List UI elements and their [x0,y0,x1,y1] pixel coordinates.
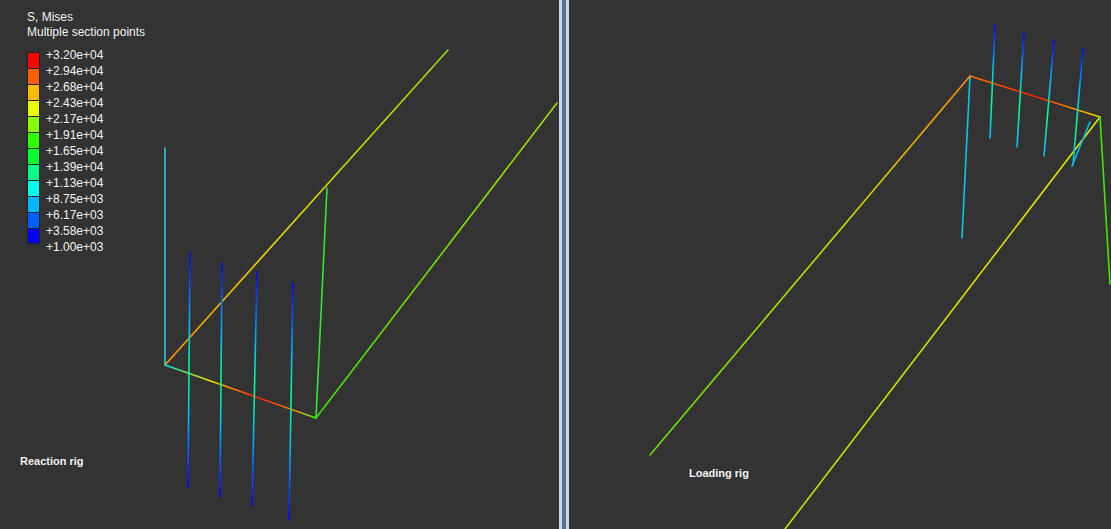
legend-value-slot: +6.17e+03 [46,205,103,223]
color-swatch [27,180,40,196]
legend-value-slot: +2.94e+04 [46,61,103,79]
color-swatch [27,68,40,84]
color-swatch [27,84,40,100]
viewport-caption-slot: Loading rig [689,463,749,481]
color-swatch [27,52,40,68]
legend-value-slot: +2.43e+04 [46,93,103,111]
legend-value-slot: +1.13e+04 [46,173,103,191]
legend-value: +1.91e+04 [46,128,103,142]
legend-value-slot: +3.20e+04 [46,45,103,63]
color-swatch [27,148,40,164]
legend-heading-slot: S, Mises [27,7,73,25]
legend-value: +1.00e+03 [46,240,103,254]
legend-value: +6.17e+03 [46,208,103,222]
legend-subheading: Multiple section points [27,25,145,39]
legend-value-slot: +1.65e+04 [46,141,103,159]
legend-value: +1.39e+04 [46,160,103,174]
legend-value: +2.68e+04 [46,80,103,94]
legend-value: +2.94e+04 [46,64,103,78]
color-swatch [27,116,40,132]
legend-value-slot: +1.39e+04 [46,157,103,175]
color-swatch [27,212,40,228]
color-swatch [27,100,40,116]
legend-subheading-slot: Multiple section points [27,22,145,40]
viewport-caption: Reaction rig [20,455,84,467]
viewport-divider [559,0,569,529]
reaction-rig-mesh [165,50,557,520]
legend-value: +3.20e+04 [46,48,103,62]
legend-value: +1.13e+04 [46,176,103,190]
legend-value-slot: +1.00e+03 [46,237,103,255]
legend-value: +2.17e+04 [46,112,103,126]
color-swatch [27,196,40,212]
legend-value: +2.43e+04 [46,96,103,110]
viewport-caption-slot: Reaction rig [20,451,84,469]
viewport-caption: Loading rig [689,467,749,479]
color-swatch [27,228,40,244]
legend-value-slot: +2.17e+04 [46,109,103,127]
legend-heading: S, Mises [27,10,73,24]
loading-rig-mesh [650,25,1110,529]
legend-value: +8.75e+03 [46,192,103,206]
legend-value-slot: +3.58e+03 [46,221,103,239]
legend-value: +1.65e+04 [46,144,103,158]
legend-value-slot: +2.68e+04 [46,77,103,95]
color-swatch [27,164,40,180]
color-swatch [27,132,40,148]
legend-value-slot: +8.75e+03 [46,189,103,207]
legend-value-slot: +1.91e+04 [46,125,103,143]
legend-value: +3.58e+03 [46,224,103,238]
viewport-divider [562,0,566,529]
